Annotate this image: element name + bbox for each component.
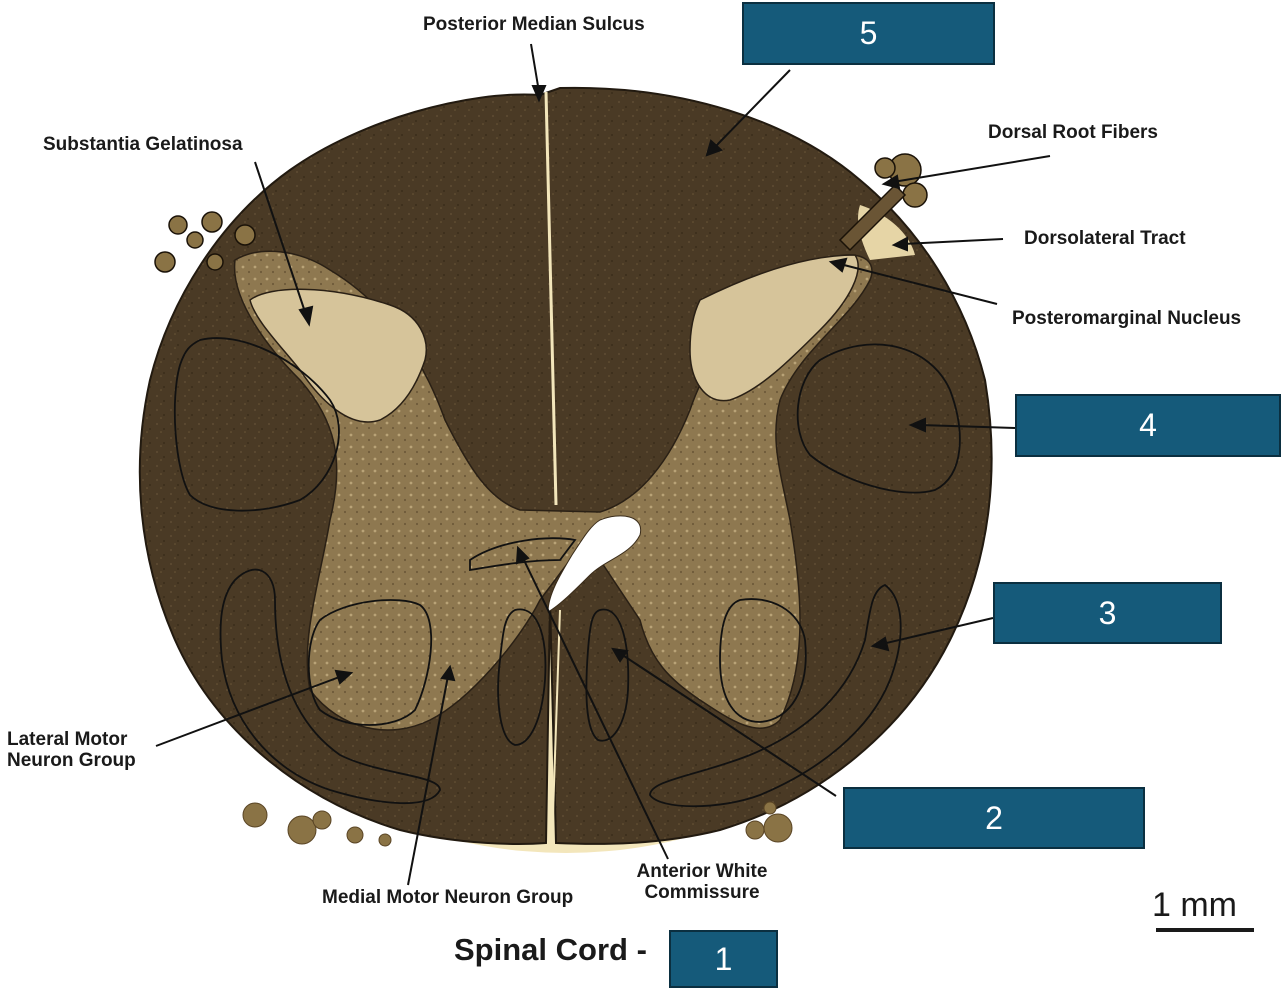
lateral-column-outline-right (796, 343, 961, 494)
ventral-rootlets (242, 801, 793, 847)
arrowhead-posteromarginal-nucleus (828, 257, 848, 273)
pointer-posterior-median-sulcus (530, 43, 540, 93)
label-lateral-motor-line2: Neuron Group (7, 750, 136, 771)
label-lateral-motor-line1: Lateral Motor (7, 729, 128, 750)
label-anterior-white-commissure: Anterior White Commissure (622, 861, 782, 903)
label-medial-motor-neuron-group: Medial Motor Neuron Group (322, 887, 574, 908)
arrowhead-dorsal-root-fibers (881, 174, 901, 190)
pointer-box2 (620, 653, 837, 797)
answer-box-3[interactable]: 3 (993, 582, 1222, 644)
arrowhead-posterior-median-sulcus (531, 85, 547, 103)
scale-bar (1156, 928, 1254, 932)
substantia-gelatinosa-left (249, 288, 427, 423)
figure-title: Spinal Cord - (454, 932, 647, 967)
anterior-median-fissure (551, 609, 561, 844)
pointer-posteromarginal-nucleus (839, 263, 998, 305)
label-substantia-gelatinosa: Substantia Gelatinosa (43, 134, 243, 155)
lateral-motor-neuron-outline (307, 599, 433, 726)
pointer-medial-motor (407, 675, 449, 886)
arrowhead-lateral-motor (334, 669, 354, 685)
medial-motor-neuron-outline-right (585, 608, 630, 742)
arrowhead-substantia-gelatinosa (298, 305, 314, 327)
answer-box-4[interactable]: 4 (1015, 394, 1281, 457)
pointer-anterior-white-commissure (521, 555, 669, 860)
label-dorsolateral-tract: Dorsolateral Tract (1024, 228, 1186, 249)
label-lateral-motor-neuron-group: Lateral Motor Neuron Group (7, 729, 136, 771)
right-motor-outline (719, 598, 807, 723)
answer-box-5[interactable]: 5 (742, 2, 995, 65)
pointer-lateral-motor (155, 675, 343, 747)
anterior-tract-outline-left (219, 568, 441, 805)
central-canal (547, 515, 642, 613)
arrowhead-medial-motor (440, 664, 456, 682)
pointer-box4 (919, 424, 1016, 429)
scale-label: 1 mm (1152, 886, 1237, 924)
substantia-gelatinosa-right (689, 254, 859, 402)
label-dorsal-root-fibers: Dorsal Root Fibers (988, 122, 1158, 143)
dorsal-root-fibers-bundle (154, 153, 928, 273)
arrowhead-box4 (908, 417, 926, 433)
pointer-dorsal-root-fibers (892, 155, 1051, 183)
pointer-substantia-gelatinosa (254, 161, 307, 316)
label-anterior-white-line1: Anterior White (636, 861, 768, 882)
label-anterior-white-line2: Commissure (644, 882, 760, 903)
pointer-dorsolateral-tract (902, 238, 1004, 245)
pointer-box5 (713, 69, 791, 149)
commissure-outline (469, 537, 577, 572)
label-posteromarginal-nucleus: Posteromarginal Nucleus (1012, 308, 1242, 329)
anterior-tract-outline-right (649, 583, 902, 808)
pointer-box3 (881, 617, 994, 645)
arrowhead-box5 (705, 139, 723, 157)
lateral-column-outline-left (173, 337, 340, 512)
answer-box-1[interactable]: 1 (669, 930, 778, 988)
arrowhead-box2 (611, 647, 629, 663)
medial-motor-neuron-outline-left (497, 608, 547, 746)
arrowhead-box3 (870, 636, 890, 652)
arrowhead-dorsolateral-tract (891, 236, 908, 252)
answer-box-2[interactable]: 2 (843, 787, 1145, 849)
label-posterior-median-sulcus: Posterior Median Sulcus (423, 14, 645, 35)
posterior-median-septum (544, 91, 558, 506)
arrowhead-anterior-white-commissure (515, 545, 530, 565)
